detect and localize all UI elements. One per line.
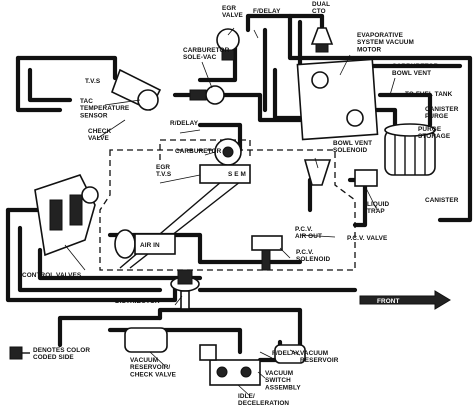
carburetor-sole-vac: [189, 85, 225, 105]
label-idle-deceleration: IDLE/DECELERATION: [238, 393, 289, 407]
vacuum-reservoir: [274, 344, 306, 364]
distributor: [170, 269, 200, 310]
vacuum-switch-assembly: [199, 344, 261, 386]
bowl-vent-solenoid: [303, 159, 332, 186]
label-f-delay-top: F/DELAY: [253, 8, 281, 15]
label-r-delay: R/DELAY: [170, 120, 199, 127]
liquid-trap: [354, 169, 378, 187]
label-control-valves: CONTROL VALVES: [22, 272, 82, 279]
label-carburetor: CARBURETOR: [175, 148, 222, 155]
label-f-delay-bottom: F/DELAY: [272, 350, 300, 357]
leader-lines: [64, 27, 396, 397]
pcv-solenoid: [251, 235, 283, 271]
label-pcv-valve: P.C.V. VALVE: [347, 235, 388, 242]
label-pcv-air-out: P.C.V.AIR OUT: [295, 226, 322, 240]
egr-valve: [216, 28, 240, 61]
control-valves: [34, 174, 99, 257]
label-canister: CANISTER: [425, 197, 459, 204]
front-arrow: [359, 290, 451, 310]
label-tvs: T.V.S: [85, 78, 101, 85]
air-in-snorkel: [114, 229, 176, 259]
label-to-fuel-tank: TO FUEL TANK: [405, 91, 453, 98]
label-pcv-solenoid: P.C.V.SOLENOID: [296, 249, 330, 263]
label-distributor: DISTRIBUTOR: [115, 298, 160, 305]
label-sem: S E M: [228, 171, 246, 178]
dual-cto: [310, 27, 334, 53]
tac-sensor: [110, 68, 162, 112]
label-front: FRONT: [377, 298, 400, 305]
canister: [384, 123, 436, 176]
color-coded-legend-symbol: [9, 346, 30, 360]
vacuum-reservoir-check-valve: [124, 327, 168, 353]
label-air-in: AIR IN: [140, 242, 160, 249]
evap-vacuum-motor: [296, 58, 379, 141]
